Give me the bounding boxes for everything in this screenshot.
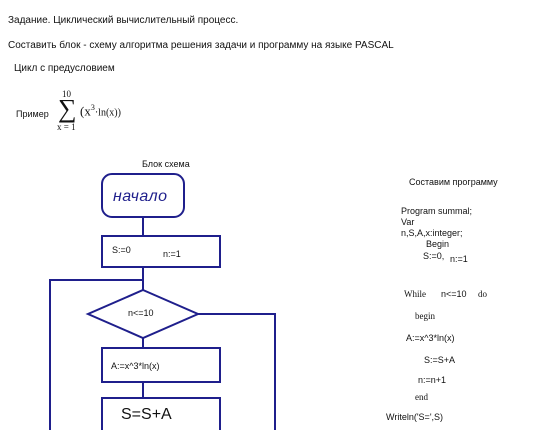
sum-lower-limit: x = 1 [57,122,76,132]
code-begin2-line: begin [415,311,435,321]
instruction-text: Составить блок - схему алгоритма решения… [8,40,394,51]
calc-process-box [101,347,221,383]
code-while-cond: n<=10 [441,289,467,299]
code-inc-line: n:=n+1 [418,375,447,385]
calc-a-label: A:=x^3*ln(x) [111,361,160,371]
flowchart-title: Блок схема [142,159,190,169]
code-init-s: S:=0, [423,251,445,261]
exit-line [198,313,276,430]
program-title: Составим программу [409,177,498,187]
example-label: Пример [16,109,49,119]
code-end-line: end [415,392,428,402]
code-decl-line: n,S,A,x:integer; [401,228,463,238]
condition-label: n<=10 [128,308,154,318]
code-while-keyword: While [404,289,426,299]
code-sum-line: S:=S+A [424,355,456,365]
code-do-keyword: do [478,289,487,299]
init-process-box [101,235,221,268]
sigma-symbol: ∑ [58,94,77,123]
task-title: Задание. Циклический вычислительный проц… [8,15,239,26]
code-writeln-line: Writeln('S=',S) [386,412,444,422]
init-n-label: n:=1 [163,249,181,259]
loop-back-line [49,279,143,430]
code-begin-line: Begin [426,239,450,249]
init-s-label: S:=0 [112,245,131,255]
code-init-n: n:=1 [450,254,468,264]
loop-type-label: Цикл с предусловием [14,63,115,74]
code-program-line: Program summal; [401,206,473,216]
code-calc-line: A:=x^3*ln(x) [406,333,455,343]
sum-expression: (x3·ln(x)) [80,103,121,119]
sum-process-box [101,397,221,430]
start-label: начало [113,188,168,205]
sum-label: S=S+A [121,406,172,423]
sum-upper-limit: 10 [62,89,71,99]
code-var-line: Var [401,217,415,227]
